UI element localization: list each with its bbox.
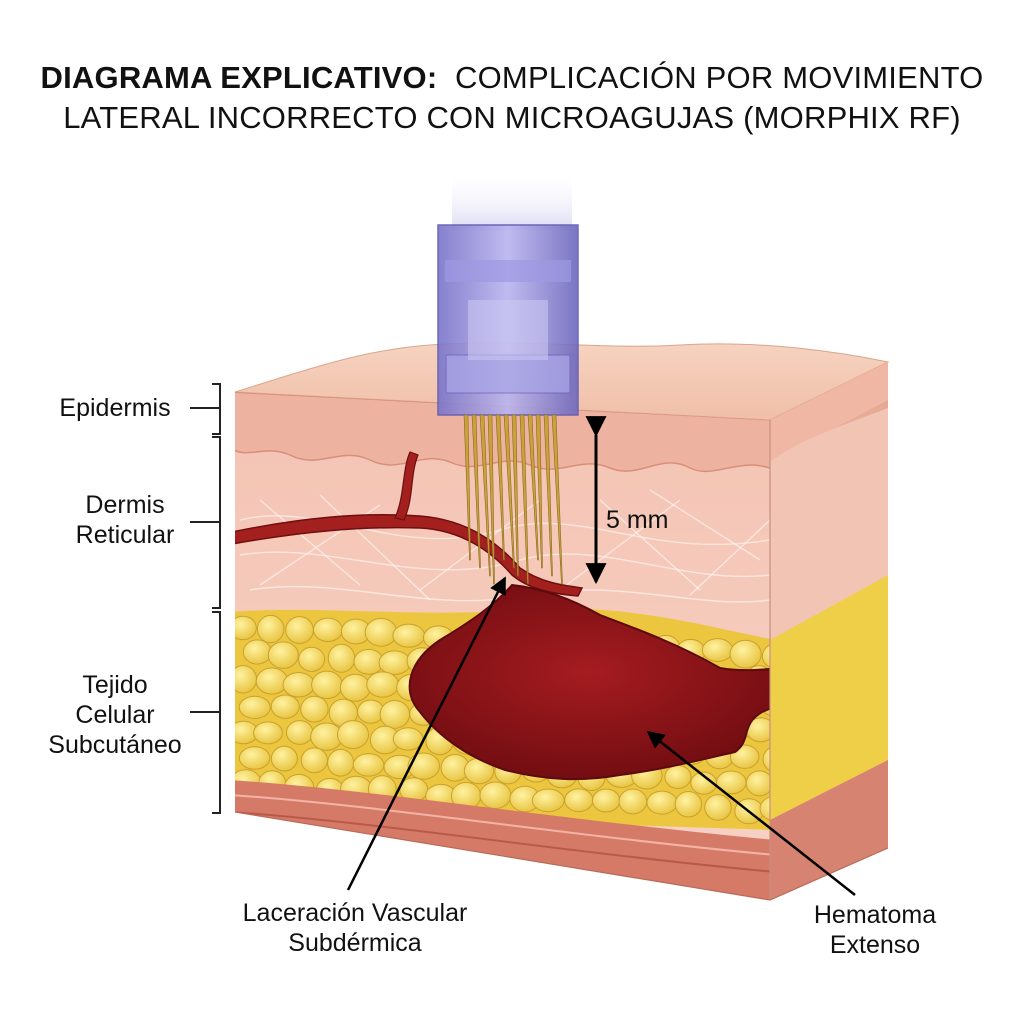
microneedle (463, 414, 471, 561)
epidermis-layer (235, 392, 770, 473)
fat-cell (618, 788, 648, 815)
fat-cell (238, 746, 271, 770)
fat-cell (674, 790, 703, 818)
hematoma (408, 583, 770, 781)
muscle-layer (235, 780, 770, 900)
label-subcut-line2: Celular (75, 701, 155, 729)
label-hematoma-line2: Extenso (829, 931, 921, 959)
label-epidermis: Epidermis (59, 394, 171, 422)
fat-cell (300, 747, 328, 774)
fat-cell (479, 781, 512, 809)
fat-cell (701, 638, 734, 662)
fat-cell (759, 795, 770, 822)
microneedle (495, 414, 505, 561)
label-laceration: Laceración Vascular Subdérmica (210, 898, 500, 958)
title-line1: COMPLICACIÓN POR MOVIMIENTO (455, 60, 984, 95)
fat-cell (378, 650, 411, 675)
fat-cell (270, 745, 298, 772)
label-subcut-line1: Tejido (82, 671, 148, 699)
fat-cell (531, 788, 565, 813)
fat-cell (270, 694, 300, 719)
fat-cell (312, 617, 343, 642)
fat-cell (564, 788, 594, 813)
fat-cell (392, 623, 426, 648)
label-laceration-line1: Laceración Vascular (242, 899, 468, 927)
fat-cell (646, 790, 678, 815)
fat-cell (664, 764, 692, 789)
microneedle (535, 414, 543, 569)
label-depth: 5 mm (606, 506, 669, 534)
dermis-bracket (190, 436, 221, 609)
fat-cell (339, 673, 371, 702)
label-subcutaneous: Tejido Celular Subcutáneo (30, 670, 200, 760)
title-bold: DIAGRAMA EXPLICATIVO: (40, 60, 438, 95)
fat-cell (336, 720, 370, 750)
label-dermis: Dermis Reticular (55, 490, 195, 550)
laceration-pointer (346, 576, 507, 891)
fat-cell (311, 670, 343, 700)
fat-cell (235, 615, 257, 641)
microneedle (543, 414, 553, 577)
microneedle (519, 414, 529, 585)
fat-cell (591, 788, 621, 813)
fat-cell (253, 721, 283, 745)
fat-cell (242, 639, 272, 665)
label-hematoma: Hematoma Extenso (790, 900, 960, 960)
title-line2: LATERAL INCORRECTO CON MICROAGUJAS (MORP… (63, 100, 961, 135)
skin-side-face (770, 362, 888, 900)
label-laceration-line2: Subdérmica (288, 929, 422, 957)
fat-cell (327, 748, 355, 777)
microneedle (479, 414, 491, 577)
blood-vessel-branch (394, 451, 419, 521)
fat-cell (729, 639, 762, 669)
hematoma-pointer (646, 730, 856, 896)
fat-cell (745, 770, 770, 797)
skin-front-face (235, 392, 770, 900)
fat-cell (407, 752, 441, 780)
label-subcut-line3: Subcutáneo (48, 731, 182, 759)
fat-cell (256, 614, 285, 644)
fat-cell (379, 699, 411, 729)
microneedle-device (437, 170, 579, 416)
fat-cell (327, 643, 356, 673)
fat-cell (298, 646, 326, 672)
fat-cell (366, 671, 400, 698)
fat-cell (235, 665, 258, 694)
fat-cell (364, 617, 398, 647)
label-dermis-line2: Reticular (75, 521, 175, 549)
diagram-title: DIAGRAMA EXPLICATIVO: COMPLICACIÓN POR M… (0, 58, 1024, 138)
fat-cell (300, 695, 329, 723)
subcutaneous-bracket (190, 611, 221, 814)
microneedles (463, 414, 563, 585)
fat-cell (285, 720, 314, 745)
device-shaft (452, 170, 572, 230)
fat-cell (267, 641, 299, 669)
fat-cell (285, 616, 314, 644)
microneedle (503, 414, 515, 569)
microneedle (551, 414, 563, 585)
layer-brackets (190, 383, 221, 814)
microneedle (471, 414, 481, 569)
fat-cell (352, 753, 385, 777)
microneedle (527, 414, 539, 561)
fat-cell (255, 667, 289, 695)
fat-cell (392, 727, 424, 751)
fat-cell (704, 794, 732, 821)
label-hematoma-line1: Hematoma (813, 901, 937, 929)
fat-cell (282, 672, 315, 698)
microneedle (511, 414, 519, 577)
fat-cell (238, 695, 271, 719)
epidermis-bracket (190, 383, 221, 435)
label-dermis-line1: Dermis (85, 491, 165, 519)
